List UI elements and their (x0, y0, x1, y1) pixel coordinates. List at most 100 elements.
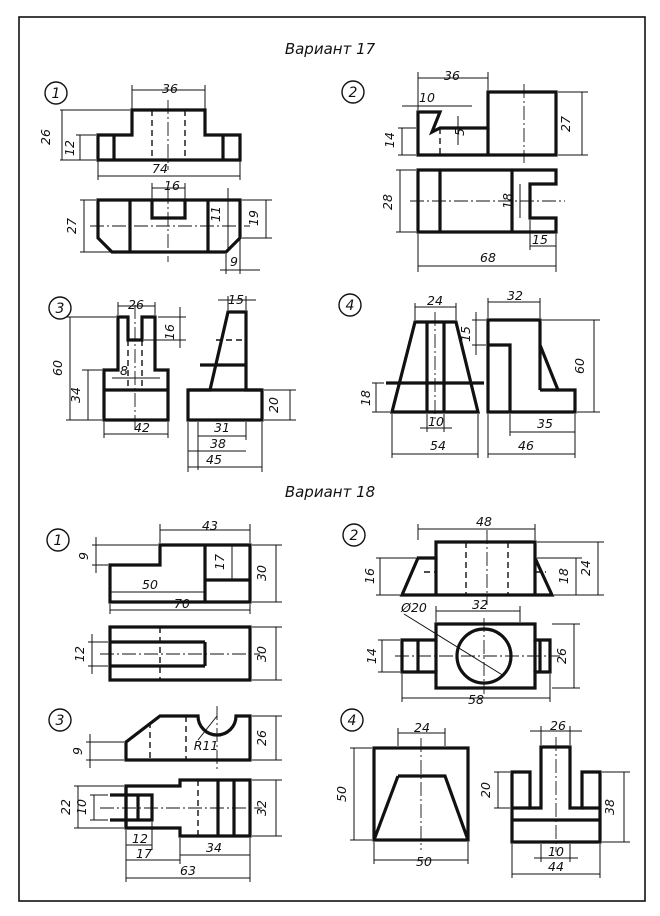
dimension-line (197, 715, 218, 741)
task-number: 4 (348, 713, 357, 729)
outline-edge (416, 90, 558, 157)
task-number-circle (46, 528, 70, 552)
dimension-value: 11 (208, 206, 223, 222)
task-number-circle (48, 296, 72, 320)
task-17-3: 3 26 16 60 34 8 42 15 20 (48, 292, 296, 472)
task-number-circle (44, 81, 68, 105)
outline-edge (150, 200, 187, 220)
dimension-value: 34 (68, 387, 83, 403)
dimension-value: 14 (364, 648, 379, 664)
dimension-value: 16 (164, 178, 180, 193)
task-number-circle (48, 708, 72, 732)
dimension-value: 17 (136, 846, 152, 861)
dimension-value: 35 (537, 416, 553, 431)
dimension-value: 26 (554, 648, 569, 664)
dimension-value: 44 (548, 859, 564, 874)
dimension-value: 30 (254, 646, 269, 662)
dimension-value: 26 (38, 129, 53, 145)
dimension-value: 16 (362, 568, 377, 584)
task-number: 3 (56, 301, 65, 317)
dimension-value: 24 (578, 560, 593, 576)
task-number: 4 (346, 298, 355, 314)
dimension-value: 27 (558, 116, 573, 132)
outline-edge (510, 745, 602, 844)
dimension-value: 45 (206, 452, 222, 467)
task-number-circle (341, 80, 365, 104)
dimension-value: 26 (128, 297, 144, 312)
outline-edge (124, 714, 252, 762)
dimension-value: 63 (180, 863, 196, 878)
dimension-value: 60 (572, 358, 587, 374)
dimension-value: 19 (246, 210, 261, 226)
dimension-value: 50 (142, 577, 158, 592)
dimension-value: 43 (202, 518, 218, 533)
dimension-value: 58 (468, 692, 484, 707)
dimension-value: 38 (210, 436, 226, 451)
dimension-value: 32 (254, 800, 269, 816)
dimension-value: 46 (518, 438, 534, 453)
dimension-value: 5 (452, 128, 467, 136)
dimension-value: 68 (480, 250, 496, 265)
dimension-value: 20 (266, 397, 281, 413)
dimension-value: 24 (427, 293, 443, 308)
dimension-value: Ø20 (400, 600, 427, 615)
sheet-border (18, 16, 646, 902)
task-number: 1 (52, 86, 61, 102)
dimension-value: 32 (472, 597, 488, 612)
task-18-4: 4 24 50 50 26 20 38 10 44 (334, 708, 630, 878)
task-18-3: 3 R11 9 26 22 10 32 12 (48, 706, 282, 882)
dimension-value: 26 (550, 718, 566, 733)
dimension-value: 17 (212, 554, 227, 570)
variant-title: Вариант 17 (285, 40, 376, 58)
dimension-value: 34 (206, 840, 222, 855)
dimension-value: 9 (76, 552, 91, 560)
outline-edge (110, 793, 154, 822)
dimension-value: 36 (162, 81, 178, 96)
dimension-value: 24 (414, 720, 430, 735)
dimension-line (403, 613, 505, 677)
task-17-1: 1 36 26 12 74 16 27 11 (38, 81, 272, 274)
dimension-value: 31 (214, 420, 230, 435)
task-17-2: 2 36 10 14 5 27 28 18 15 68 (341, 68, 588, 272)
dimension-value: 12 (72, 646, 87, 662)
dimension-value: 10 (74, 799, 89, 815)
dimension-value: 28 (380, 194, 395, 210)
dimension-value: 50 (416, 854, 432, 869)
dimension-value: 14 (382, 132, 397, 148)
dimension-value: 32 (507, 288, 523, 303)
dimension-value: 60 (50, 360, 65, 376)
dimension-value: 10 (419, 90, 435, 105)
dimension-value: 38 (602, 799, 617, 815)
variant-title: Вариант 18 (285, 483, 375, 501)
dimension-value: 16 (162, 324, 177, 340)
dimension-value: 18 (556, 568, 571, 584)
task-17-4: 4 24 18 10 54 32 15 60 35 (338, 288, 600, 458)
dimension-value: 15 (228, 292, 244, 307)
dimension-value: 70 (174, 596, 190, 611)
outline-edge (488, 343, 512, 412)
dimension-value: 20 (478, 782, 493, 798)
dimension-value: 54 (430, 438, 446, 453)
task-18-2: 2 48 16 18 24 Ø20 32 (342, 514, 604, 707)
task-number: 2 (350, 528, 359, 544)
task-number-circle (342, 523, 366, 547)
dimension-value: 30 (254, 565, 269, 581)
outline-edge (96, 198, 242, 254)
dimension-value: 26 (254, 730, 269, 746)
dimension-value: 48 (476, 514, 492, 529)
outline-edge (96, 108, 242, 162)
dimension-value: 42 (134, 420, 150, 435)
outline-edge (108, 625, 252, 682)
dimension-value: 15 (458, 326, 473, 342)
task-number-circle (338, 293, 362, 317)
dimension-value: 36 (444, 68, 460, 83)
dimension-value: 18 (500, 193, 515, 209)
dimension-value: 50 (334, 786, 349, 802)
dimension-value: 27 (64, 218, 79, 234)
dimension-value: 10 (548, 844, 564, 859)
outline-edge (398, 774, 470, 841)
outline-edge (486, 318, 577, 414)
dimension-value: 8 (120, 363, 128, 378)
